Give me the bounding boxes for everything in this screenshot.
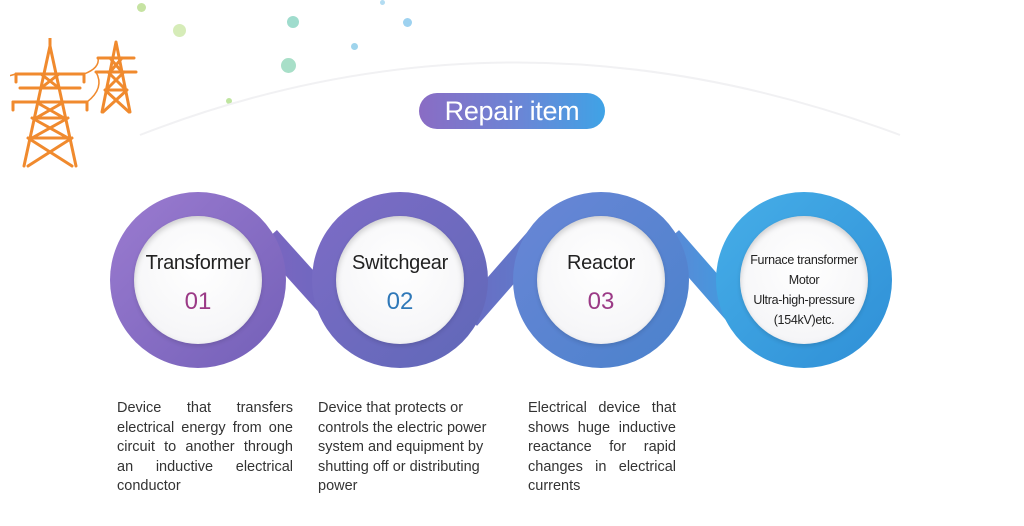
equipment-list: Furnace transformer Motor Ultra-high-pre… [740, 250, 868, 330]
switchgear-description: Device that protects or controls the ele… [318, 400, 487, 494]
equipment-item: Furnace transformer [750, 253, 858, 267]
decor-dot [281, 58, 296, 73]
step-number: 03 [587, 288, 615, 315]
decor-dot [287, 16, 299, 28]
equipment-item: Ultra-high-pressure [753, 293, 855, 307]
step-title: Switchgear [352, 252, 448, 274]
reactor-description: Electrical device that shows huge induct… [528, 400, 676, 494]
decor-arc [139, 61, 901, 136]
step-title: Transformer [145, 252, 251, 274]
transformer-description: Device that transfers electrical energy … [117, 400, 293, 494]
equipment-item: Motor [788, 273, 820, 287]
decor-dot [226, 98, 232, 104]
decor-dot [380, 0, 385, 5]
page-title: Repair item [419, 93, 605, 129]
step-reactor: Reactor 03 [537, 216, 665, 344]
step-other-equipment: Furnace transformer Motor Ultra-high-pre… [740, 216, 868, 344]
decor-dot [137, 3, 146, 12]
step-transformer: Transformer 01 [134, 216, 262, 344]
power-transmission-tower-icon [10, 38, 138, 168]
decor-dot [403, 18, 412, 27]
step-switchgear: Switchgear 02 [336, 216, 464, 344]
step-number: 01 [184, 288, 212, 315]
step-title: Reactor [567, 252, 635, 274]
decor-dot [173, 24, 186, 37]
step-number: 02 [386, 288, 414, 315]
decor-dot [351, 43, 358, 50]
equipment-item: (154kV)etc. [773, 313, 835, 327]
